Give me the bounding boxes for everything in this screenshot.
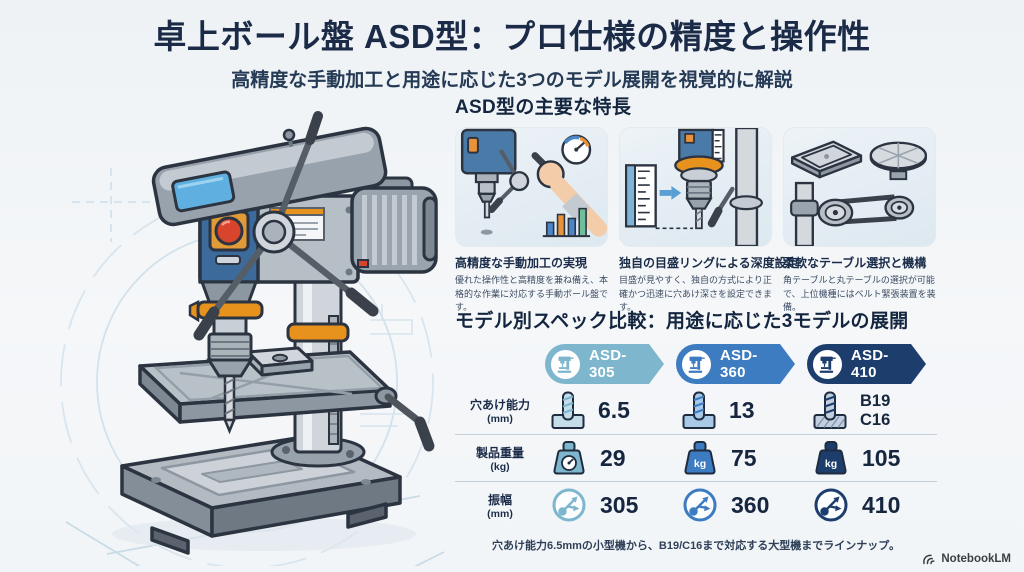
drill-press-illustration [52, 84, 450, 566]
depth-scale-icon [624, 128, 763, 246]
feature-card-depth-image [619, 127, 772, 247]
swing-radius-icon [683, 488, 717, 522]
feature-cards: 高精度な手動加工の実現 優れた操作性と高精度を兼ね備え、本格的な作業に対応する手… [455, 127, 937, 315]
spec-capacity-asd305: 6.5 [545, 387, 676, 434]
spec-swing-asd360: 360 [676, 481, 807, 528]
weight-scale-icon [553, 441, 585, 475]
feature-card-precision-title: 高精度な手動加工の実現 [455, 256, 588, 270]
spec-capacity-asd410: B19 C16 [807, 387, 937, 434]
spec-swing-asd410: 410 [807, 481, 937, 528]
feature-card-precision: 高精度な手動加工の実現 優れた操作性と高精度を兼ね備え、本格的な作業に対応する手… [455, 127, 608, 315]
weight-kg-icon: kg [815, 441, 847, 475]
feature-card-depth-body: 目盛が見やすく、独自の方式により正確かつ迅速に穴あけ深さを設定できます。 [619, 275, 773, 312]
spec-weight-asd410: kg 105 [807, 434, 937, 481]
features-section: ASD型の主要な特長 [455, 92, 937, 315]
swing-radius-icon [552, 488, 586, 522]
model-chip-asd360-label: ASD-360 [720, 347, 758, 381]
spec-row-swing-label: 振幅 (mm) [455, 481, 545, 528]
drill-press-badge-icon [549, 347, 582, 381]
spec-header-spacer [455, 341, 545, 387]
drill-press-badge-icon [680, 347, 713, 381]
spec-capacity-asd360: 13 [676, 387, 807, 434]
feature-card-precision-image [455, 127, 608, 247]
swing-radius-icon [814, 488, 848, 522]
feature-card-depth-title: 独自の目盛リングによる深度設定 [619, 256, 799, 270]
drill-press-badge-icon [811, 347, 844, 381]
model-chip-asd410-label: ASD-410 [851, 347, 889, 381]
hand-operation-icon [460, 128, 607, 238]
drill-press-icon [60, 111, 445, 566]
feature-card-table-title: 柔軟なテーブル選択と機構 [783, 256, 927, 270]
spec-weight-asd360: kg 75 [676, 434, 807, 481]
spec-weight-asd305: 29 [545, 434, 676, 481]
spec-caption: 穴あけ能力6.5mmの小型機から、B19/C16まで対応する大型機までラインナッ… [492, 540, 900, 552]
svg-text:kg: kg [694, 458, 706, 470]
spec-swing-asd305: 305 [545, 481, 676, 528]
notebooklm-logo-icon [923, 554, 935, 565]
spec-section: モデル別スペック比較：用途に応じた3モデルの展開 ASD-305 ASD-360 [455, 306, 937, 553]
watermark: NotebookLM [922, 552, 1011, 565]
watermark-label: NotebookLM [941, 552, 1011, 565]
feature-card-precision-body: 優れた操作性と高精度を兼ね備え、本格的な作業に対応する手動ボール盤です。 [455, 275, 609, 312]
spec-row-capacity-label: 穴あけ能力 (mm) [469, 398, 530, 425]
spec-table: ASD-305 ASD-360 ASD-410 [455, 341, 937, 528]
drill-bit-icon [551, 391, 585, 429]
model-chip-asd305: ASD-305 [545, 344, 664, 384]
spec-heading: モデル別スペック比較：用途に応じた3モデルの展開 [455, 311, 909, 332]
model-chip-asd305-label: ASD-305 [589, 347, 627, 381]
feature-card-depth: 独自の目盛リングによる深度設定 目盛が見やすく、独自の方式により正確かつ迅速に穴… [619, 127, 799, 315]
feature-card-table: 柔軟なテーブル選択と機構 角テーブルと丸テーブルの選択が可能で、上位機種にはベル… [783, 127, 936, 315]
features-heading: ASD型の主要な特長 [455, 97, 632, 118]
model-chip-asd410: ASD-410 [807, 344, 926, 384]
model-chip-asd360: ASD-360 [676, 344, 795, 384]
feature-card-table-image [783, 127, 936, 247]
page-subtitle: 高精度な手動加工と用途に応じた3つのモデル展開を視覚的に解説 [231, 70, 793, 91]
table-options-icon [790, 140, 928, 246]
spec-row-weight-label: 製品重量 (kg) [455, 434, 545, 481]
weight-kg-icon: kg [684, 441, 716, 475]
drill-bit-icon [682, 391, 716, 429]
header: 卓上ボール盤 ASD型：プロ仕様の精度と操作性 高精度な手動加工と用途に応じた3… [0, 10, 1024, 92]
feature-card-table-body: 角テーブルと丸テーブルの選択が可能で、上位機種にはベルト緊張装置を装備。 [783, 275, 936, 312]
page-title: 卓上ボール盤 ASD型：プロ仕様の精度と操作性 [153, 18, 871, 55]
svg-text:kg: kg [825, 458, 837, 470]
drill-bit-icon [813, 391, 847, 429]
